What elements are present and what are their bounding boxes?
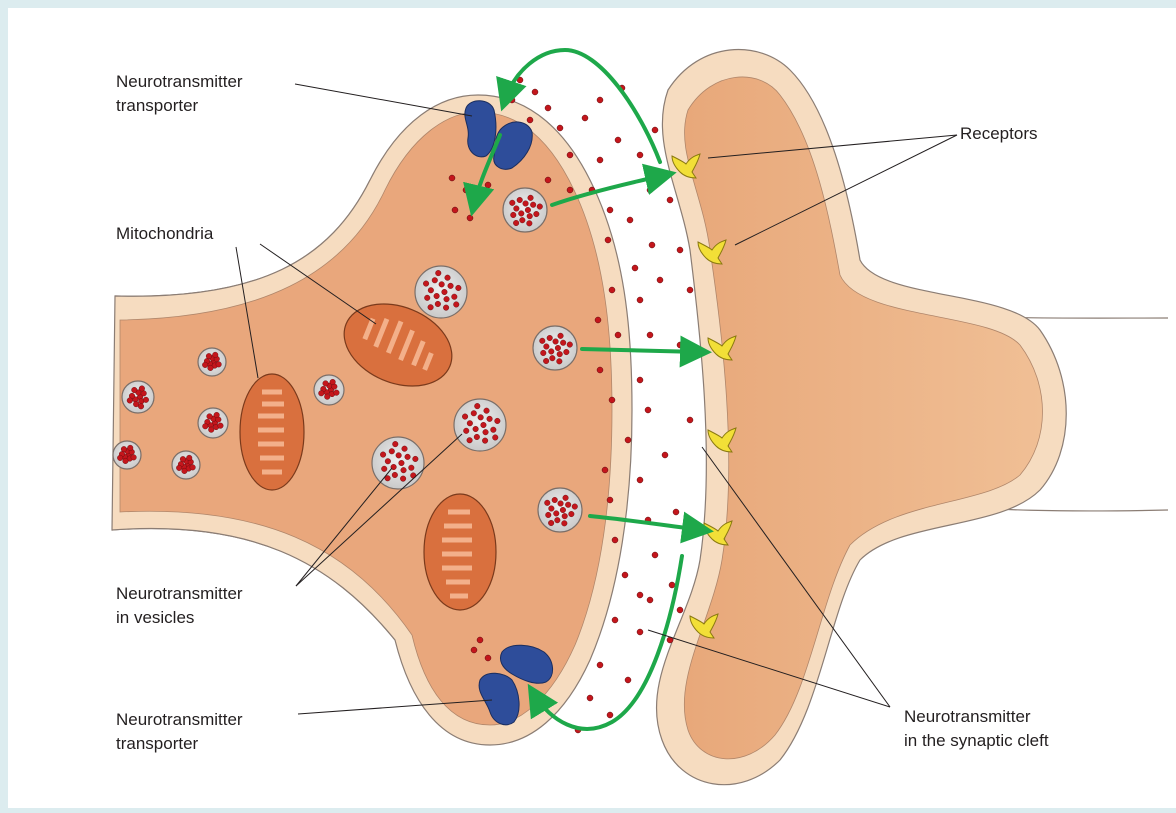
vesicle (172, 451, 200, 479)
neurotransmitter-dot (567, 152, 573, 158)
neurotransmitter-dot (647, 187, 653, 193)
mitochondrion-1 (240, 374, 304, 490)
neurotransmitter-dot (637, 629, 643, 635)
neurotransmitter-dot (647, 332, 653, 338)
neurotransmitter-dot (645, 407, 651, 413)
vesicle (538, 488, 582, 532)
vesicle (533, 326, 577, 370)
vesicle (314, 375, 344, 405)
neurotransmitter-dot (605, 237, 611, 243)
neurotransmitter-dot (471, 647, 477, 653)
neurotransmitter-dot (652, 127, 658, 133)
neurotransmitter-dot (667, 197, 673, 203)
neurotransmitter-dot (597, 157, 603, 163)
neurotransmitter-dot (669, 582, 675, 588)
neurotransmitter-dot (637, 377, 643, 383)
label-transporter-bottom: Neurotransmitter transporter (116, 708, 243, 756)
neurotransmitter-dot (677, 247, 683, 253)
neurotransmitter-dot (597, 367, 603, 373)
neurotransmitter-dot (463, 187, 469, 193)
vesicle (198, 348, 226, 376)
neurotransmitter-dot (467, 215, 473, 221)
neurotransmitter-dot (485, 655, 491, 661)
neurotransmitter-dot (687, 287, 693, 293)
neurotransmitter-dot (637, 297, 643, 303)
vesicle (372, 437, 424, 489)
neurotransmitter-dot (545, 177, 551, 183)
neurotransmitter-dot (677, 342, 683, 348)
neurotransmitter-dot (687, 417, 693, 423)
neurotransmitter-dot (612, 537, 618, 543)
neurotransmitter-dot (637, 152, 643, 158)
vesicle (122, 381, 154, 413)
neurotransmitter-dot (609, 397, 615, 403)
neurotransmitter-dot (597, 662, 603, 668)
neurotransmitter-dot (662, 452, 668, 458)
presynaptic-terminal (112, 95, 632, 745)
neurotransmitter-dot (625, 677, 631, 683)
neurotransmitter-dot (657, 277, 663, 283)
label-vesicles: Neurotransmitter in vesicles (116, 582, 243, 630)
neurotransmitter-dot (607, 497, 613, 503)
neurotransmitter-dot (622, 572, 628, 578)
neurotransmitter-dot (485, 182, 491, 188)
neurotransmitter-dot (509, 97, 515, 103)
neurotransmitter-dot (452, 207, 458, 213)
neurotransmitter-dot (615, 332, 621, 338)
neurotransmitter-dot (615, 137, 621, 143)
neurotransmitter-dot (527, 117, 533, 123)
neurotransmitter-dot (647, 597, 653, 603)
mitochondrion-3 (424, 494, 496, 610)
neurotransmitter-dot (532, 89, 538, 95)
label-cleft: Neurotransmitter in the synaptic cleft (904, 705, 1049, 753)
neurotransmitter-dot (627, 217, 633, 223)
neurotransmitter-dot (582, 115, 588, 121)
neurotransmitter-dot (607, 207, 613, 213)
vesicle (113, 441, 141, 469)
neurotransmitter-dot (652, 552, 658, 558)
label-mitochondria: Mitochondria (116, 222, 213, 246)
neurotransmitter-dot (673, 509, 679, 515)
neurotransmitter-dot (625, 437, 631, 443)
neurotransmitter-dot (637, 592, 643, 598)
vesicle (503, 188, 547, 232)
neurotransmitter-dot (477, 637, 483, 643)
neurotransmitter-dot (632, 265, 638, 271)
neurotransmitter-dot (567, 187, 573, 193)
neurotransmitter-dot (649, 242, 655, 248)
label-receptors: Receptors (960, 122, 1037, 146)
neurotransmitter-dot (602, 467, 608, 473)
neurotransmitter-dot (557, 125, 563, 131)
vesicle (198, 408, 228, 438)
label-transporter-top: Neurotransmitter transporter (116, 70, 243, 118)
neurotransmitter-dot (545, 105, 551, 111)
vesicle (454, 399, 506, 451)
neurotransmitter-dot (612, 617, 618, 623)
neurotransmitter-dot (637, 477, 643, 483)
postsynaptic-neuron (656, 50, 1066, 785)
neurotransmitter-dot (595, 317, 601, 323)
neurotransmitter-dot (677, 607, 683, 613)
neurotransmitter-dot (449, 175, 455, 181)
neurotransmitter-dot (609, 287, 615, 293)
neurotransmitter-dot (607, 712, 613, 718)
neurotransmitter-dot (587, 695, 593, 701)
neurotransmitter-dot (597, 97, 603, 103)
vesicle (415, 266, 467, 318)
